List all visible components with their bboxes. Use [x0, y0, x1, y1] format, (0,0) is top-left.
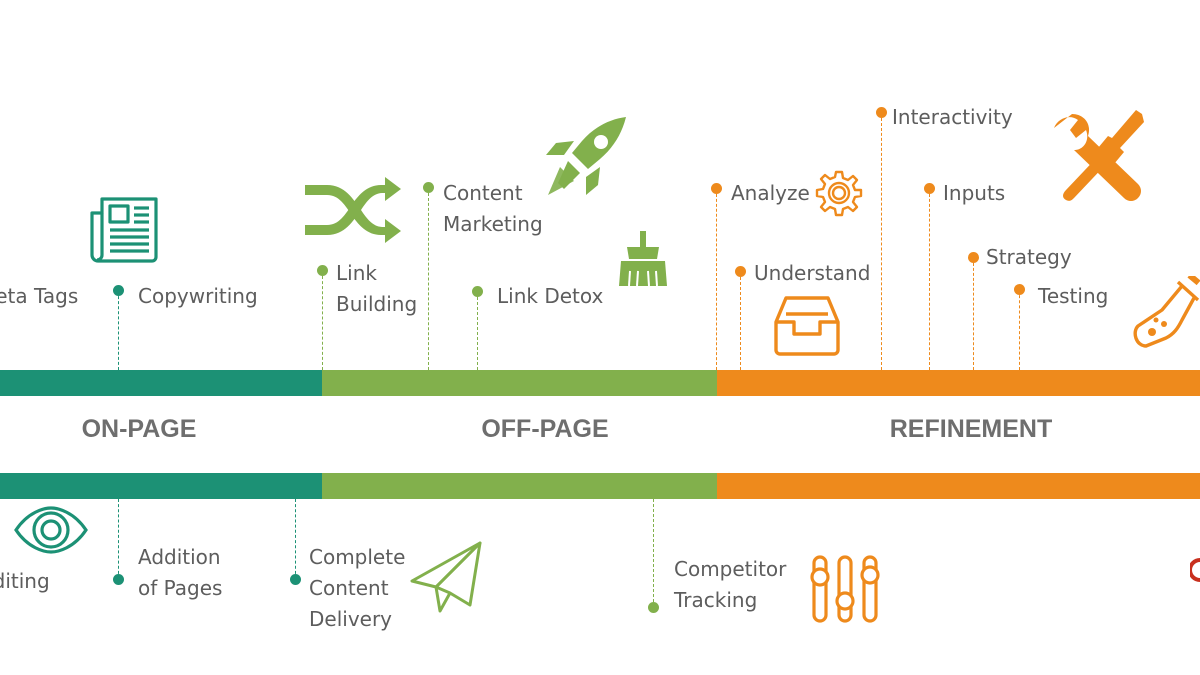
flask-icon [1133, 276, 1200, 348]
item-link-building: Link Building [336, 261, 418, 316]
refinement-top-bar [717, 370, 1200, 396]
stem-complete-content-delivery [295, 499, 296, 579]
stem-inputs [929, 189, 930, 370]
item-meta-tags: Meta Tags [0, 284, 79, 308]
stem-link-detox [477, 292, 478, 370]
paper-plane-icon [410, 541, 482, 613]
stem-copywriting [118, 291, 119, 370]
dot-interactivity [876, 107, 887, 118]
shuffle-icon [305, 177, 401, 243]
item-editing: Editing [0, 569, 50, 593]
eye-icon [14, 506, 88, 554]
wrench-screwdriver-icon [1054, 110, 1144, 201]
item-competitor-tracking: Competitor Tracking [674, 557, 787, 612]
dot-content-marketing [423, 182, 434, 193]
dot-competitor-tracking [648, 602, 659, 613]
stem-analyze [716, 189, 717, 370]
refinement-bottom-bar [717, 473, 1200, 499]
dot-understand [735, 266, 746, 277]
on-page-bottom-bar [0, 473, 322, 499]
item-testing: Testing [1038, 284, 1109, 308]
off-page-bottom-bar [322, 473, 717, 499]
dot-analyze [711, 183, 722, 194]
stem-content-marketing [428, 188, 429, 370]
newspaper-icon [90, 197, 158, 263]
stem-competitor-tracking [653, 499, 654, 607]
dot-link-detox [472, 286, 483, 297]
item-strategy: Strategy [986, 245, 1072, 269]
stem-addition-of-pages [118, 499, 119, 579]
inbox-tray-icon [774, 296, 840, 356]
phase-refinement: REFINEMENT [889, 415, 1053, 443]
stem-understand [740, 272, 741, 370]
stem-strategy [973, 258, 974, 370]
broom-icon [619, 231, 667, 286]
phase-off-page: OFF-PAGE [481, 415, 609, 443]
target-icon [1190, 558, 1200, 582]
phase-on-page: ON-PAGE [81, 415, 197, 443]
dot-complete-content-delivery [290, 574, 301, 585]
item-addition-of-pages: Addition of Pages [138, 545, 223, 600]
dot-inputs [924, 183, 935, 194]
dot-testing [1014, 284, 1025, 295]
item-copywriting: Copywriting [138, 284, 258, 308]
item-inputs: Inputs [943, 181, 1006, 205]
dot-link-building [317, 265, 328, 276]
gear-icon [815, 170, 863, 217]
item-understand: Understand [754, 261, 871, 285]
off-page-top-bar [322, 370, 717, 396]
item-complete-content-delivery: Complete Content Delivery [309, 545, 406, 631]
dot-copywriting [113, 285, 124, 296]
dot-addition-of-pages [113, 574, 124, 585]
rocket-icon [546, 117, 626, 195]
item-analyze: Analyze [731, 181, 810, 205]
dot-strategy [968, 252, 979, 263]
stem-interactivity [881, 113, 882, 370]
stem-link-building [322, 271, 323, 370]
item-link-detox: Link Detox [497, 284, 604, 308]
equalizer-sliders-icon [810, 555, 880, 623]
item-content-marketing: Content Marketing [443, 181, 543, 236]
stem-testing [1019, 290, 1020, 370]
item-interactivity: Interactivity [892, 105, 1013, 129]
on-page-top-bar [0, 370, 322, 396]
